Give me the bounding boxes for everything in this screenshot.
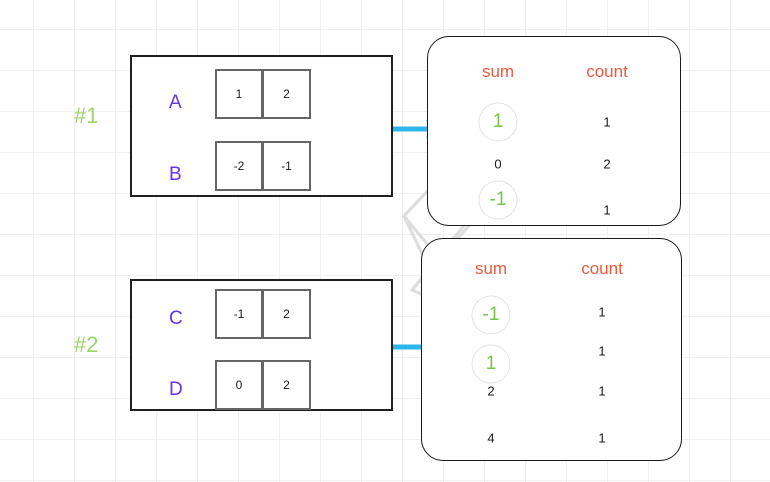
result-table-1: sum count 1 1 0 2 -1 1 (427, 36, 681, 226)
input-group-2: C -1 2 D 0 2 (130, 279, 393, 411)
table-1-row-0-count: 1 (603, 114, 611, 130)
table-2-row-1-highlight-circle (471, 344, 511, 384)
table-2-header-sum: sum (474, 259, 508, 278)
row-label-d: D (169, 379, 183, 400)
cell-a-0: 1 (215, 69, 263, 119)
row-label-a: A (169, 92, 182, 113)
table-1-row-2-count: 1 (603, 202, 611, 218)
table-1-header-count: count (586, 62, 628, 81)
cell-c-1: 2 (263, 289, 311, 339)
table-1-row-2-highlight-circle (478, 180, 518, 220)
table-2-row-1-sum: 1 (485, 353, 497, 374)
table-2-row-0-highlight-circle (471, 295, 511, 335)
table-2-row-3-count: 1 (598, 430, 606, 446)
cell-d-1: 2 (263, 360, 311, 410)
row-label-c: C (169, 308, 183, 329)
table-1-row-1-count: 2 (603, 156, 611, 172)
cell-c-0: -1 (215, 289, 263, 339)
table-2-header-count: count (581, 259, 623, 278)
step-tag-1: #1 (74, 103, 99, 128)
table-2-row-1-count: 1 (598, 343, 606, 359)
cell-b-1: -1 (263, 141, 311, 191)
step-tag-2: #2 (74, 332, 99, 357)
table-2-row-2-count: 1 (598, 383, 606, 399)
cell-a-1: 2 (263, 69, 311, 119)
table-1-row-0-sum: 1 (492, 111, 504, 132)
table-2-row-0-sum: -1 (482, 304, 500, 325)
table-2-row-3-sum: 4 (487, 430, 495, 446)
cell-pair-b: -2 -1 (215, 141, 311, 191)
cell-pair-c: -1 2 (215, 289, 311, 339)
input-group-1: A 1 2 B -2 -1 (130, 55, 393, 197)
cell-pair-a: 1 2 (215, 69, 311, 119)
cell-b-0: -2 (215, 141, 263, 191)
cell-d-0: 0 (215, 360, 263, 410)
table-1-row-0-highlight-circle (478, 102, 518, 142)
result-table-2: sum count -1 1 1 1 2 1 4 1 (421, 238, 682, 461)
table-1-row-2-sum: -1 (489, 189, 507, 210)
table-1-row-1-sum: 0 (494, 156, 502, 172)
table-1-header-sum: sum (481, 62, 515, 81)
row-label-b: B (169, 164, 182, 185)
cell-pair-d: 0 2 (215, 360, 311, 410)
table-2-row-2-sum: 2 (487, 383, 495, 399)
table-2-row-0-count: 1 (598, 304, 606, 320)
